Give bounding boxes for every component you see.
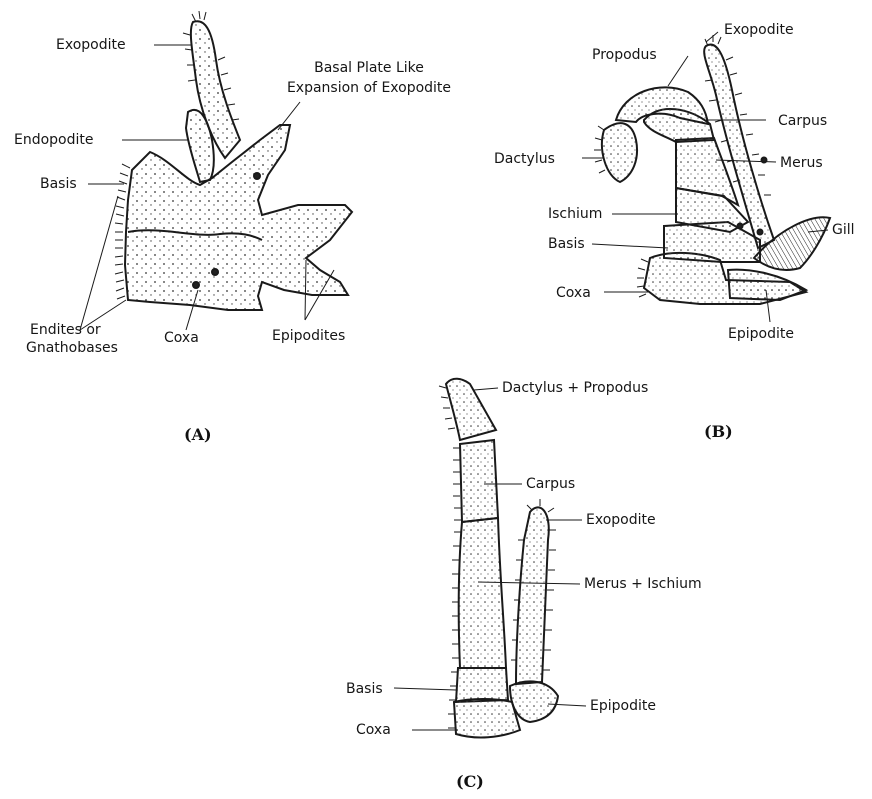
fig-a-label-basal-plate-line1: Basal Plate Like bbox=[256, 60, 482, 77]
fig-a-label-epipodites: Epipodites bbox=[272, 328, 345, 345]
fig-b-label-propodus: Propodus bbox=[592, 47, 657, 64]
fig-b-label-ischium: Ischium bbox=[548, 206, 602, 223]
fig-b-dactylus bbox=[602, 123, 637, 182]
fig-b-label-dactylus: Dactylus bbox=[494, 151, 555, 168]
fig-b-label-basis: Basis bbox=[548, 236, 585, 253]
fig-a-label-endopodite: Endopodite bbox=[14, 132, 94, 149]
figure-a-drawing bbox=[115, 11, 352, 310]
fig-a-body bbox=[125, 125, 352, 310]
fig-c-label-exopodite: Exopodite bbox=[586, 512, 656, 529]
fig-c-exopodite bbox=[516, 507, 549, 684]
fig-b-label-coxa: Coxa bbox=[556, 285, 591, 302]
fig-c-merus-ischium bbox=[459, 518, 506, 668]
fig-c-label-epipodite: Epipodite bbox=[590, 698, 656, 715]
fig-c-carpus bbox=[460, 440, 498, 522]
fig-c-label-coxa: Coxa bbox=[356, 722, 391, 739]
fig-c-label-carpus: Carpus bbox=[526, 476, 575, 493]
fig-c-epipodite bbox=[510, 681, 558, 722]
fig-b-label-gill: Gill bbox=[832, 222, 855, 239]
fig-a-label-endites-line1: Endites or bbox=[30, 322, 101, 339]
fig-a-label-coxa: Coxa bbox=[164, 330, 199, 347]
fig-c-label-merus-ischium: Merus + Ischium bbox=[584, 576, 702, 593]
fig-a-label-basal-plate-line2: Expansion of Exopodite bbox=[256, 80, 482, 97]
fig-c-caption: (C) bbox=[456, 772, 484, 791]
fig-a-label-endites-line2: Gnathobases bbox=[26, 340, 118, 357]
fig-b-label-merus: Merus bbox=[780, 155, 823, 172]
fig-a-caption: (A) bbox=[184, 425, 212, 444]
figure-c-drawing bbox=[439, 379, 558, 738]
fig-a-label-exopodite: Exopodite bbox=[56, 37, 126, 54]
fig-c-dactylus-propodus bbox=[446, 379, 496, 440]
fig-c-basis bbox=[456, 668, 508, 702]
fig-c-coxa bbox=[454, 699, 520, 737]
fig-c-label-dactylus-propodus: Dactylus + Propodus bbox=[502, 380, 648, 397]
fig-b-label-epipodite: Epipodite bbox=[728, 326, 794, 343]
fig-b-label-exopodite: Exopodite bbox=[724, 22, 794, 39]
fig-c-label-basis: Basis bbox=[346, 681, 383, 698]
fig-b-caption: (B) bbox=[704, 422, 733, 441]
fig-b-label-carpus: Carpus bbox=[778, 113, 827, 130]
fig-a-label-basis: Basis bbox=[40, 176, 77, 193]
